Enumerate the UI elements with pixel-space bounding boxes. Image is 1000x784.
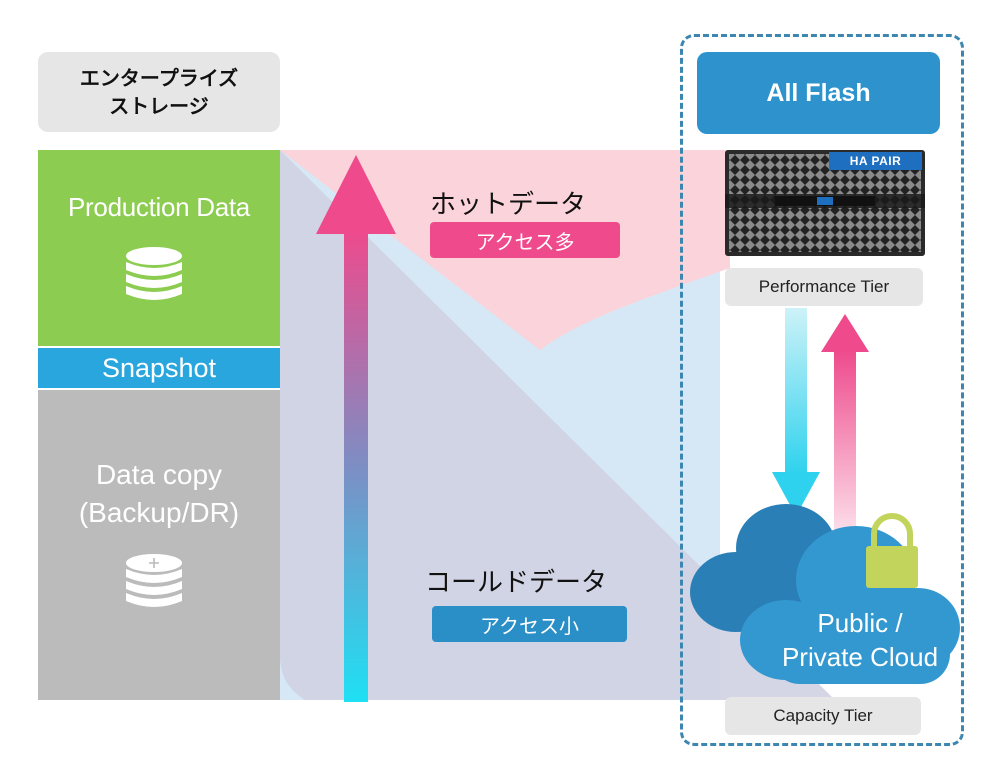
cold-data-title: コールドデータ (425, 568, 608, 598)
tier-down-arrow-icon (772, 308, 820, 516)
enterprise-storage-label: エンタープライズ ストレージ (38, 52, 280, 132)
cloud-label: Public / Private Cloud (760, 606, 960, 674)
cloud-label-line1: Public / (817, 608, 903, 638)
capacity-tier-label: Capacity Tier (725, 697, 921, 735)
enterprise-label-line2: ストレージ (109, 94, 209, 118)
cold-access-label: アクセス小 (480, 613, 579, 638)
hot-access-badge: アクセス多 (430, 222, 620, 258)
all-flash-label: All Flash (766, 78, 871, 107)
ha-pair-badge: HA PAIR (829, 152, 922, 170)
overlap-region (280, 150, 835, 700)
vertical-gradient-arrow-icon (316, 155, 396, 702)
cloud-icon (690, 504, 960, 684)
performance-tier-label: Performance Tier (725, 268, 923, 306)
capacity-tier-text: Capacity Tier (773, 706, 873, 725)
ha-pair-label: HA PAIR (849, 154, 902, 168)
tier-up-arrow-icon (821, 314, 869, 542)
production-data-label: Production Data (68, 192, 250, 222)
all-flash-frame (680, 34, 964, 746)
backup-dr-label: (Backup/DR) (78, 497, 240, 528)
data-copy-block: Data copy (Backup/DR) (38, 390, 280, 700)
hot-access-label: アクセス多 (475, 229, 575, 254)
data-copy-label: Data copy (95, 459, 223, 490)
performance-tier-text: Performance Tier (758, 277, 890, 296)
hot-data-title: ホットデータ (430, 190, 587, 220)
cloud-label-line2: Private Cloud (781, 642, 939, 672)
all-flash-header: All Flash (697, 52, 940, 134)
storage-array-icon (725, 150, 925, 256)
cold-access-badge: アクセス小 (432, 606, 627, 642)
snapshot-label: Snapshot (101, 352, 217, 383)
production-data-block: Production Data (38, 150, 280, 346)
enterprise-label-line1: エンタープライズ (79, 66, 239, 90)
padlock-icon (866, 513, 918, 588)
snapshot-block: Snapshot (38, 348, 280, 388)
